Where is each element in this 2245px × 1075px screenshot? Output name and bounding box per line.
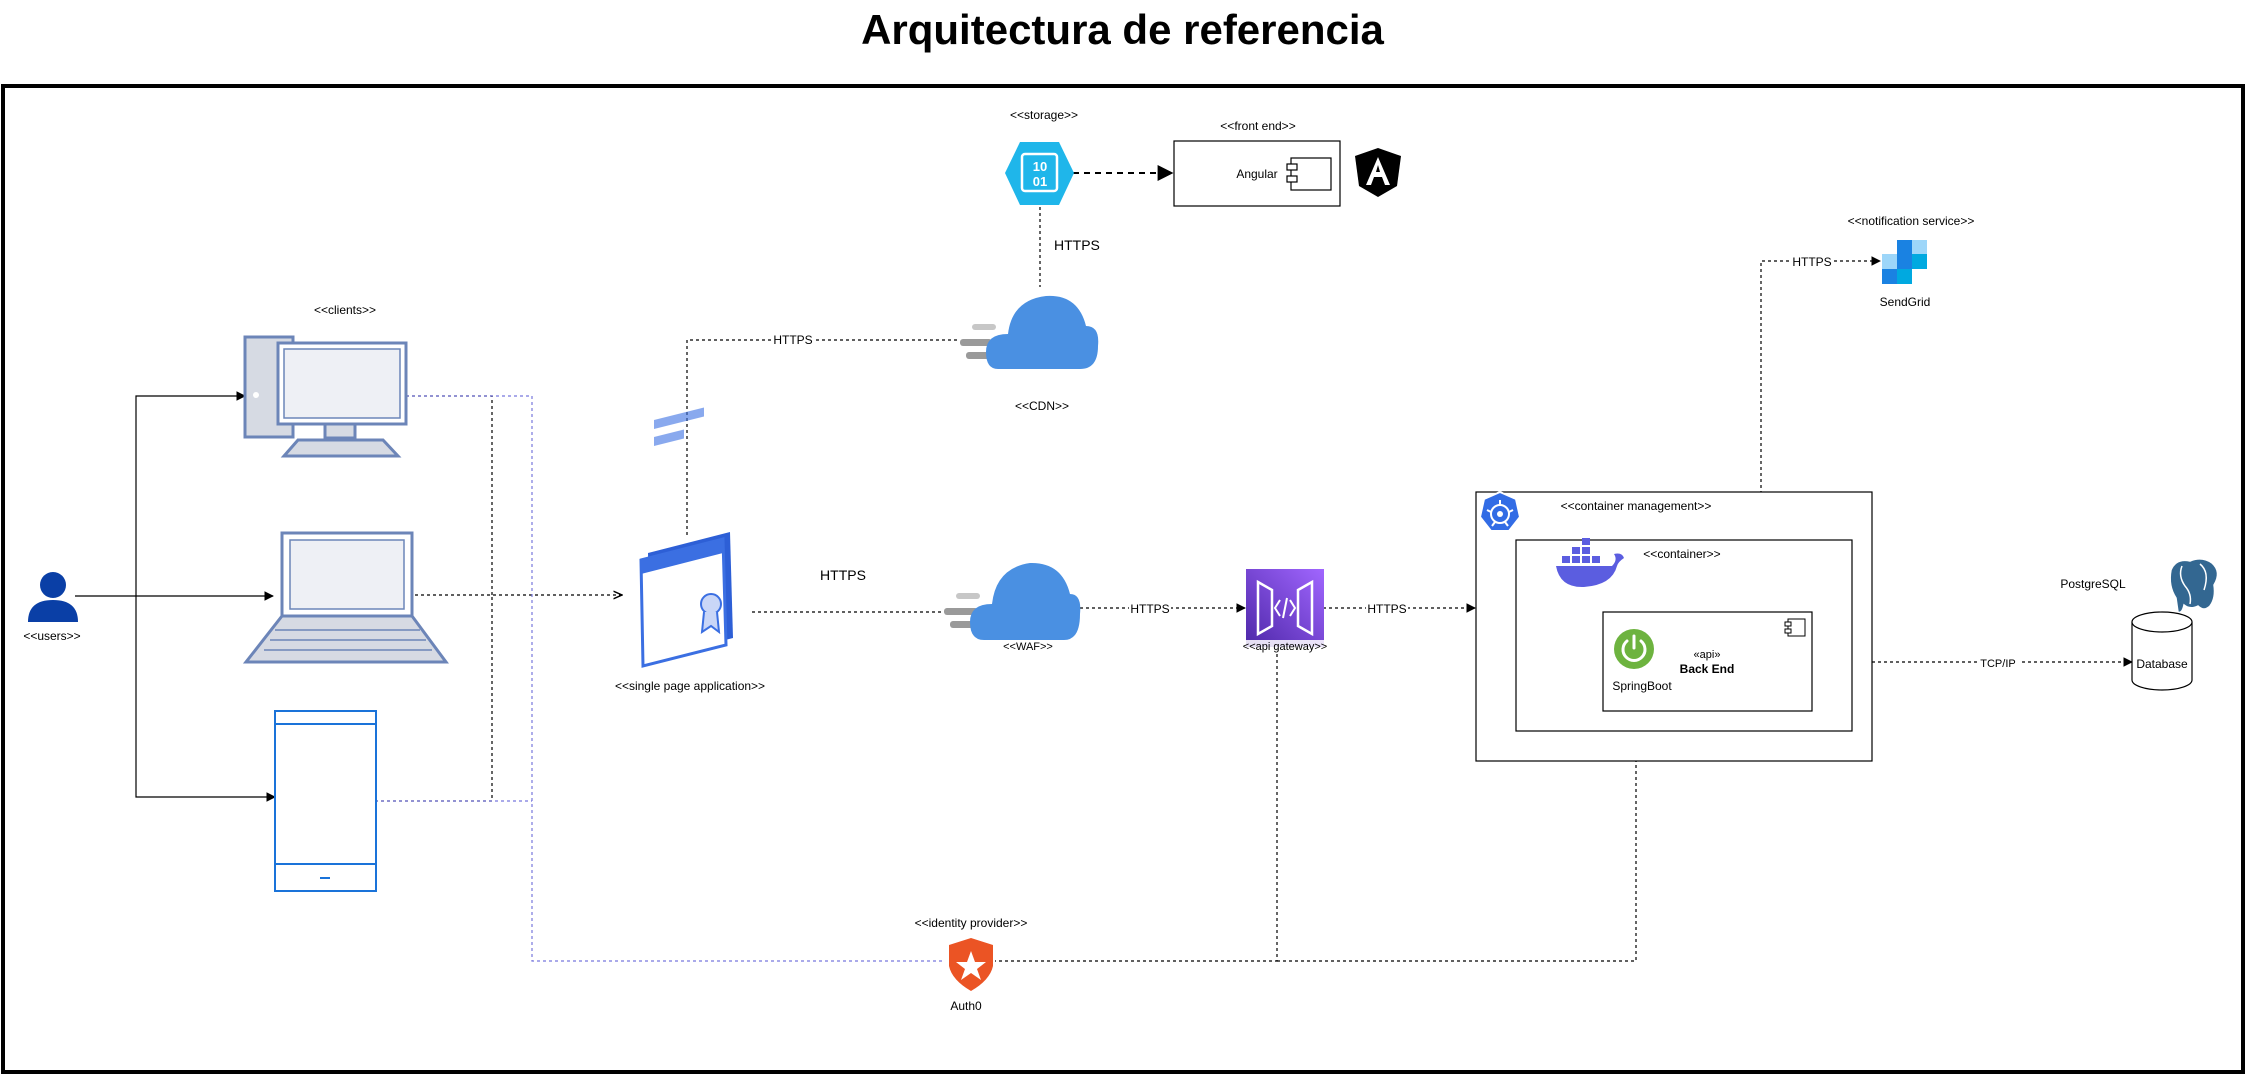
user-to-mobile-line (135, 596, 276, 802)
users-label: <<users>> (23, 629, 80, 643)
clients-label: <<clients>> (314, 303, 376, 317)
connector-labels: HTTPS HTTPS HTTPS HTTPS HTTPS HTTPS TCP/… (772, 237, 2019, 670)
postgresql-label: PostgreSQL (2060, 577, 2126, 591)
spa-to-cdn-label: HTTPS (773, 333, 812, 347)
storage-glyph-bottom: 01 (1033, 174, 1047, 189)
postgresql-icon (2169, 558, 2219, 614)
cdn-cloud-icon (960, 295, 1099, 369)
diagram-frame (1, 84, 2245, 1074)
container-management-box: <<container management>> <<container>> (1475, 490, 1873, 762)
sendgrid-label: SendGrid (1880, 295, 1931, 309)
database-cylinder-icon (2131, 611, 2193, 691)
database-label: Database (2136, 657, 2188, 671)
waf-label: <<WAF>> (1003, 641, 1053, 653)
mobile-icon (274, 710, 377, 892)
identity-provider-label: <<identity provider>> (915, 916, 1028, 930)
storage-label: <<storage>> (1010, 108, 1078, 122)
sendgrid-icon (1882, 240, 1927, 284)
backend-component-icon (1784, 618, 1806, 637)
frontend-box: Angular (1173, 140, 1341, 207)
frontend-label: <<front end>> (1220, 119, 1295, 133)
gateway-to-auth0-line (995, 648, 1278, 962)
angular-icon (1355, 148, 1401, 197)
spa-label: <<single page application>> (615, 679, 765, 693)
cdn-label: <<CDN>> (1015, 399, 1069, 413)
backend-to-db-label: TCP/IP (1980, 658, 2015, 670)
docker-icon (1556, 538, 1624, 588)
api-gateway-icon (1246, 569, 1324, 647)
users-node: <<users>> (23, 572, 81, 643)
component-icon (1286, 157, 1332, 191)
notification-service-label: <<notification service>> (1848, 214, 1975, 228)
container-management-label: <<container management>> (1561, 499, 1712, 513)
user-icon (28, 572, 78, 622)
backend-label: Back End (1680, 662, 1735, 676)
desktop-to-spa-line (406, 395, 493, 595)
storage-to-cdn-label: HTTPS (1054, 237, 1100, 253)
desktop-icon (243, 335, 408, 458)
spa-to-cdn-line (686, 339, 958, 535)
springboot-label: SpringBoot (1612, 679, 1672, 693)
kubernetes-icon (1478, 490, 1522, 532)
springboot-icon (1614, 629, 1654, 669)
auth0-icon (949, 938, 993, 991)
spa-to-waf-label: HTTPS (820, 567, 866, 583)
storage-hex-icon: 10 01 (1005, 142, 1074, 205)
diagram-title: Arquitectura de referencia (861, 6, 1384, 53)
spa-browser-icon (639, 407, 733, 668)
waf-cloud-icon (944, 562, 1081, 640)
connectors (75, 165, 2133, 962)
waf-to-gateway-label: HTTPS (1130, 602, 1169, 616)
api-stereotype-label: «api» (1694, 649, 1721, 661)
backend-to-sendgrid-label: HTTPS (1792, 255, 1831, 269)
api-gateway-label: <<api gateway>> (1243, 641, 1327, 653)
auth0-label: Auth0 (950, 999, 982, 1013)
angular-label: Angular (1236, 167, 1277, 181)
user-to-desktop-line (135, 391, 246, 596)
storage-glyph-top: 10 (1033, 159, 1047, 174)
gateway-to-cluster-label: HTTPS (1367, 602, 1406, 616)
laptop-icon (242, 531, 449, 664)
container-label: <<container>> (1643, 547, 1720, 561)
clients-to-auth0-line (406, 395, 945, 962)
